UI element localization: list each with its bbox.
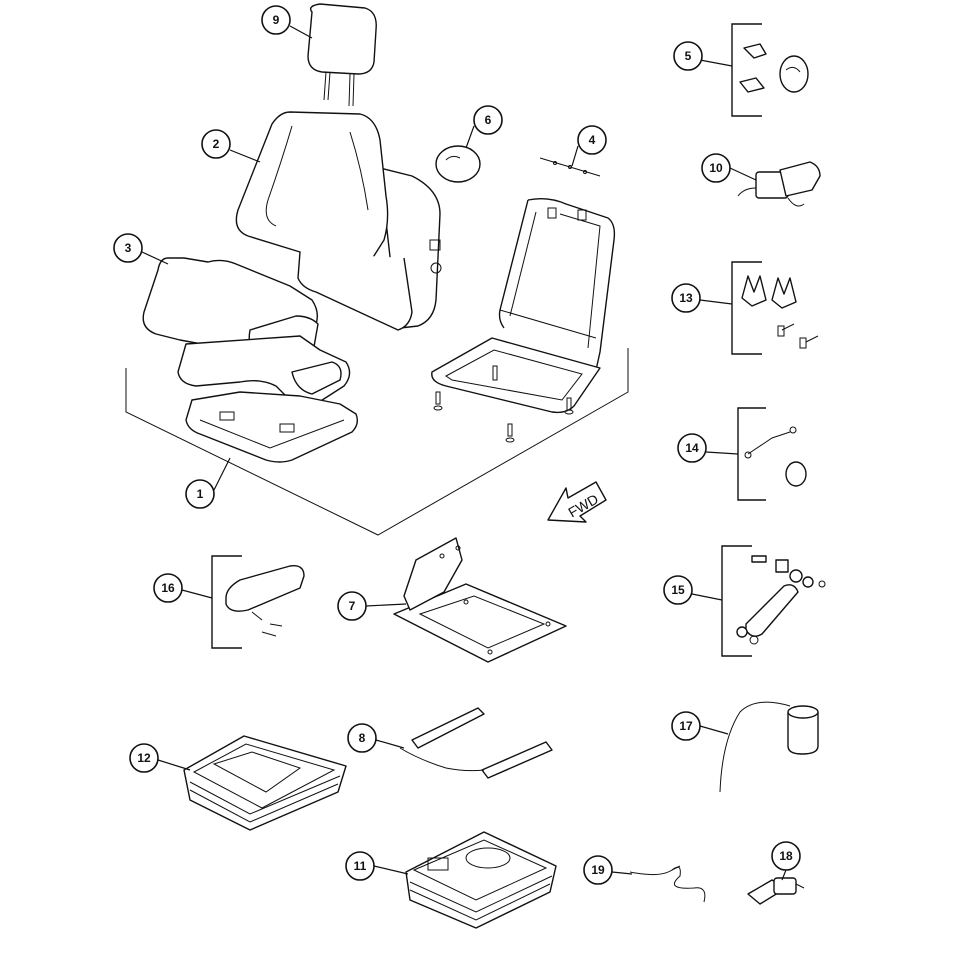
callout-14: 14 [677, 433, 707, 463]
cushion-base-part [183, 735, 347, 831]
callout-3: 3 [113, 233, 143, 263]
callout-18-label: 18 [779, 849, 793, 863]
switch-part [747, 877, 805, 905]
callout-17-label: 17 [679, 719, 693, 733]
assembly-group-outline [125, 348, 629, 536]
slide-rails-part [399, 707, 553, 779]
seat-frame-part [431, 197, 616, 414]
callout-1-label: 1 [197, 487, 204, 501]
callout-2: 2 [201, 129, 231, 159]
callout-3-label: 3 [125, 241, 132, 255]
part-15-group [721, 545, 826, 657]
callout-9-label: 9 [273, 13, 280, 27]
callout-11-label: 11 [354, 859, 367, 873]
headrest-part [307, 3, 377, 107]
callout-11: 11 [345, 851, 375, 881]
knob-part [435, 145, 481, 183]
callout-10: 10 [701, 153, 731, 183]
callout-4-label: 4 [589, 133, 596, 147]
callout-12-label: 12 [137, 751, 151, 765]
callout-14-label: 14 [685, 441, 699, 455]
mounting-bolts [433, 365, 574, 443]
callout-15: 15 [663, 575, 693, 605]
callout-15-label: 15 [671, 583, 685, 597]
callout-12: 12 [129, 743, 159, 773]
callout-13-label: 13 [679, 291, 693, 305]
callout-13: 13 [671, 283, 701, 313]
callout-1: 1 [185, 479, 215, 509]
mounting-plate-part [393, 537, 567, 663]
callout-2-label: 2 [213, 137, 220, 151]
callout-16-label: 16 [161, 581, 175, 595]
part-5-group [731, 23, 809, 117]
seat-back-part [235, 111, 442, 331]
callout-19-label: 19 [591, 863, 605, 877]
callout-9: 9 [261, 5, 291, 35]
callout-7: 7 [337, 591, 367, 621]
callout-6: 6 [473, 105, 503, 135]
callout-19: 19 [583, 855, 613, 885]
fwd-arrow: FWD [547, 481, 607, 523]
callout-5-label: 5 [685, 49, 692, 63]
seat-pan-part [185, 391, 359, 463]
leader-lines [141, 25, 787, 881]
callout-16: 16 [153, 573, 183, 603]
callout-8-label: 8 [359, 731, 366, 745]
harness-part [629, 865, 706, 903]
seat-cushion-pad-part [177, 335, 351, 408]
callout-17: 17 [671, 711, 701, 741]
suspension-base-part [405, 831, 557, 929]
sensor-part [719, 701, 819, 793]
callout-5: 5 [673, 41, 703, 71]
callout-18: 18 [771, 841, 801, 871]
wire-part [539, 157, 601, 177]
part-13-group [731, 261, 819, 355]
callout-4: 4 [577, 125, 607, 155]
callout-8: 8 [347, 723, 377, 753]
part-14-group [737, 407, 807, 501]
armrest-part [211, 555, 305, 649]
motor-part [737, 161, 821, 207]
callout-6-label: 6 [485, 113, 492, 127]
callout-7-label: 7 [349, 599, 356, 613]
callout-10-label: 10 [709, 161, 723, 175]
